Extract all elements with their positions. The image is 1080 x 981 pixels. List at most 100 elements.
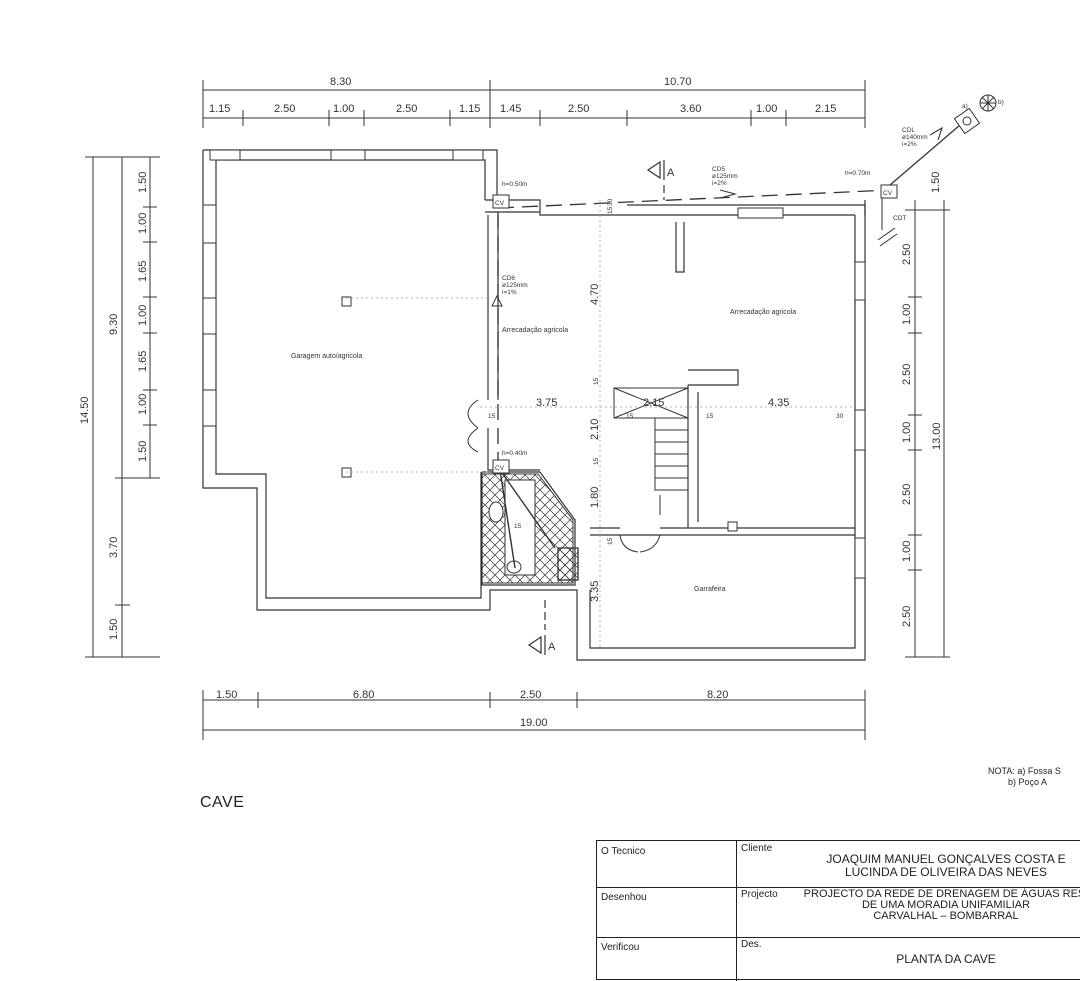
cd6-diam: ø125mm (502, 282, 528, 289)
column-markers (341, 296, 738, 532)
des-value: PLANTA DA CAVE (896, 952, 996, 966)
dim-bottom-seg: 2.50 (520, 689, 541, 701)
dim-right-seg: 2.50 (901, 484, 913, 505)
room-label-storage-right: Arrecadação agricola (730, 309, 796, 316)
dim-top-seg: 2.50 (274, 103, 295, 115)
dim-interior-small: 30 (836, 413, 844, 420)
doors (467, 399, 661, 553)
dim-top-seg: 1.00 (333, 103, 354, 115)
cv-label: CV (495, 465, 505, 472)
drawing-cell: Des. PLANTA DA CAVE (737, 937, 1080, 981)
staircase (613, 387, 689, 515)
dim-left-seg: 1.65 (137, 261, 149, 282)
dim-left-mid: 3.70 (108, 537, 120, 558)
cv-label: CV (883, 190, 893, 197)
title-block-row-client: O Tecnico Cliente JOAQUIM MANUEL GONÇALV… (597, 841, 1080, 888)
dim-top-seg: 1.15 (209, 103, 230, 115)
dim-top-seg: 1.45 (500, 103, 521, 115)
dim-left-seg: 1.00 (137, 394, 149, 415)
dim-right-seg: 1.00 (901, 422, 913, 443)
dim-left-seg: 1.00 (137, 305, 149, 326)
septic-tank-icon (953, 107, 981, 135)
cd5-diam: ø125mm (712, 173, 738, 180)
dim-left-seg: 1.50 (137, 441, 149, 462)
dim-right-seg: 1.00 (901, 304, 913, 325)
dim-top-total-right: 10.70 (664, 76, 692, 88)
dim-right-total: 13.00 (931, 422, 943, 450)
tecnico-label: O Tecnico (597, 841, 737, 887)
top-dimension-chain (202, 80, 866, 128)
project-cell: Projecto PROJECTO DA REDE DE DRENAGEM DE… (737, 887, 1080, 937)
left-dimension-chain (85, 156, 160, 658)
projecto-label: Projecto (741, 889, 778, 900)
cd5-name: CD5 (712, 166, 725, 173)
marker-b: b) (998, 99, 1004, 106)
cd5-slope: i=2% (712, 180, 727, 187)
cd6-slope: i=1% (502, 289, 517, 296)
dim-interior-small: 15 (626, 413, 634, 420)
cdt-label: CDT (893, 215, 906, 222)
height-label: h=0.70m (845, 170, 870, 177)
section-label-bottom: A (548, 641, 556, 653)
wall-openings (202, 149, 866, 579)
dim-interior-small: 15 (593, 457, 600, 465)
section-marker-top (646, 160, 665, 200)
well-icon (979, 94, 997, 112)
dim-top-seg: 3.60 (680, 103, 701, 115)
dim-interior-small: 30 (607, 198, 614, 206)
client-cell: Cliente JOAQUIM MANUEL GONÇALVES COSTA E… (737, 841, 1080, 887)
dim-left-mid: 9.30 (108, 314, 120, 335)
cliente-label: Cliente (741, 843, 773, 854)
dim-right-seg: 2.50 (901, 244, 913, 265)
drainage-pipes (497, 124, 961, 460)
dim-interior: 3.35 (589, 581, 601, 602)
marker-a: a) (962, 103, 968, 110)
dim-interior-small: 15 (706, 413, 714, 420)
dim-top-seg: 1.00 (756, 103, 777, 115)
inspection-box-cv-3: CV (492, 459, 510, 474)
bottom-dimension-chain (202, 690, 866, 740)
dim-top-total-left: 8.30 (330, 76, 351, 88)
dim-bottom-seg: 6.80 (353, 689, 374, 701)
dim-bottom-total: 19.00 (520, 717, 548, 729)
room-label-cellar: Garrafeira (694, 586, 726, 593)
cdl-name: CDL (902, 127, 915, 134)
dim-interior-small: 15 (607, 537, 614, 545)
dim-top-seg: 2.50 (396, 103, 417, 115)
cdl-diam: ø140mm (902, 134, 928, 141)
building-walls (202, 149, 866, 661)
dim-left-seg: 1.50 (137, 172, 149, 193)
inspection-box-cv-2: CV (880, 184, 898, 199)
wet-room (481, 469, 579, 584)
dim-interior: 2.10 (589, 419, 601, 440)
dim-top-seg: 2.15 (815, 103, 836, 115)
dim-interior: 1.80 (589, 487, 601, 508)
title-block-row-drawing: Verificou Des. PLANTA DA CAVE (597, 937, 1080, 981)
right-dimension-chain (905, 200, 950, 658)
room-label-garage: Garagem auto/agricola (291, 353, 362, 360)
des-label: Des. (741, 939, 762, 950)
title-block-row-project: Desenhou Projecto PROJECTO DA REDE DE DR… (597, 887, 1080, 938)
dim-right-seg: 2.50 (901, 364, 913, 385)
dim-top-seg: 1.15 (459, 103, 480, 115)
dim-top-seg: 2.50 (568, 103, 589, 115)
cdt-crossing (877, 198, 898, 247)
dim-right-seg: 2.50 (901, 606, 913, 627)
flow-arrow-icon (491, 294, 503, 307)
dim-bottom-seg: 8.20 (707, 689, 728, 701)
section-label-top: A (667, 167, 675, 179)
toilet-icon (488, 501, 504, 523)
dim-left-seg: 1.00 (137, 213, 149, 234)
dim-interior: 4.70 (589, 284, 601, 305)
dim-interior-small: 15 (593, 377, 600, 385)
dim-left-mid: 1.50 (108, 619, 120, 640)
dim-right-seg: 1.00 (901, 541, 913, 562)
drawing-note: NOTA: a) Fossa S b) Poço A (988, 766, 1061, 787)
dim-bottom-seg: 1.50 (216, 689, 237, 701)
dim-interior-small: 15 (488, 413, 496, 420)
section-marker-bottom (527, 600, 546, 655)
dim-interior: 3.75 (536, 397, 557, 409)
dim-interior: 2.15 (643, 397, 664, 409)
dim-right-seg: 1.50 (930, 172, 942, 193)
